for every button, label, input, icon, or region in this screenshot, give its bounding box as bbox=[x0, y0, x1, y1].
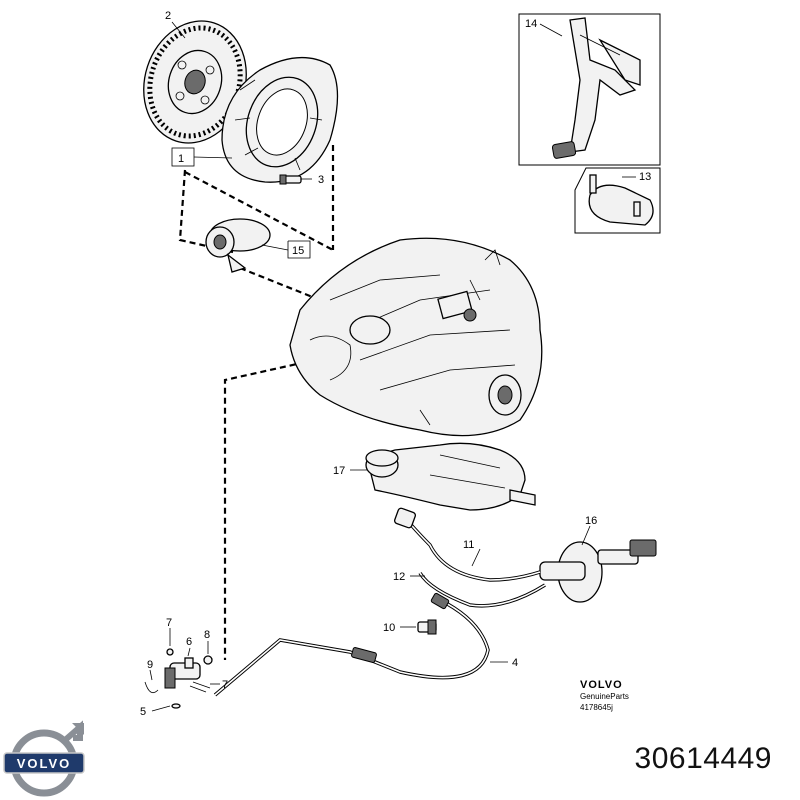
slave-cylinder bbox=[144, 648, 213, 709]
callout-7-top: 7 bbox=[166, 617, 172, 629]
callout-11: 11 bbox=[463, 539, 474, 551]
callout-12: 12 bbox=[393, 571, 405, 583]
callout-3: 3 bbox=[318, 174, 324, 186]
part-number: 30614449 bbox=[634, 742, 772, 775]
diagram-code: 4178645j bbox=[580, 703, 613, 712]
callout-4: 4 bbox=[512, 657, 518, 669]
release-bearing bbox=[205, 218, 271, 273]
callout-16: 16 bbox=[585, 515, 597, 527]
logo-text: VOLVO bbox=[17, 756, 72, 771]
callout-10: 10 bbox=[383, 622, 395, 634]
clutch-pedal bbox=[551, 17, 641, 159]
pressure-plate bbox=[221, 56, 339, 183]
volvo-logo-icon: VOLVO bbox=[3, 720, 85, 797]
callout-9: 9 bbox=[147, 659, 153, 671]
assembly-line bbox=[178, 169, 234, 254]
brand-subtitle: GenuineParts bbox=[580, 692, 629, 701]
callout-14: 14 bbox=[525, 18, 537, 30]
clutch-pipe bbox=[213, 598, 490, 697]
callout-13: 13 bbox=[639, 171, 651, 183]
callout-5: 5 bbox=[140, 706, 146, 718]
brand-name: VOLVO bbox=[580, 679, 623, 691]
callout-8: 8 bbox=[204, 629, 210, 641]
gasket-plate bbox=[588, 174, 654, 226]
callout-17: 17 bbox=[333, 465, 345, 477]
master-cylinder bbox=[539, 539, 657, 603]
callout-2: 2 bbox=[165, 10, 171, 22]
bolt bbox=[279, 174, 302, 185]
fluid-reservoir bbox=[365, 442, 536, 511]
pipe-fitting bbox=[417, 619, 437, 635]
callout-6: 6 bbox=[186, 636, 192, 648]
callout-15: 15 bbox=[292, 245, 304, 257]
callout-1: 1 bbox=[178, 153, 184, 165]
callout-7-bottom: 7 bbox=[222, 679, 228, 691]
gearbox bbox=[289, 237, 543, 437]
clutch-disc bbox=[143, 20, 247, 144]
